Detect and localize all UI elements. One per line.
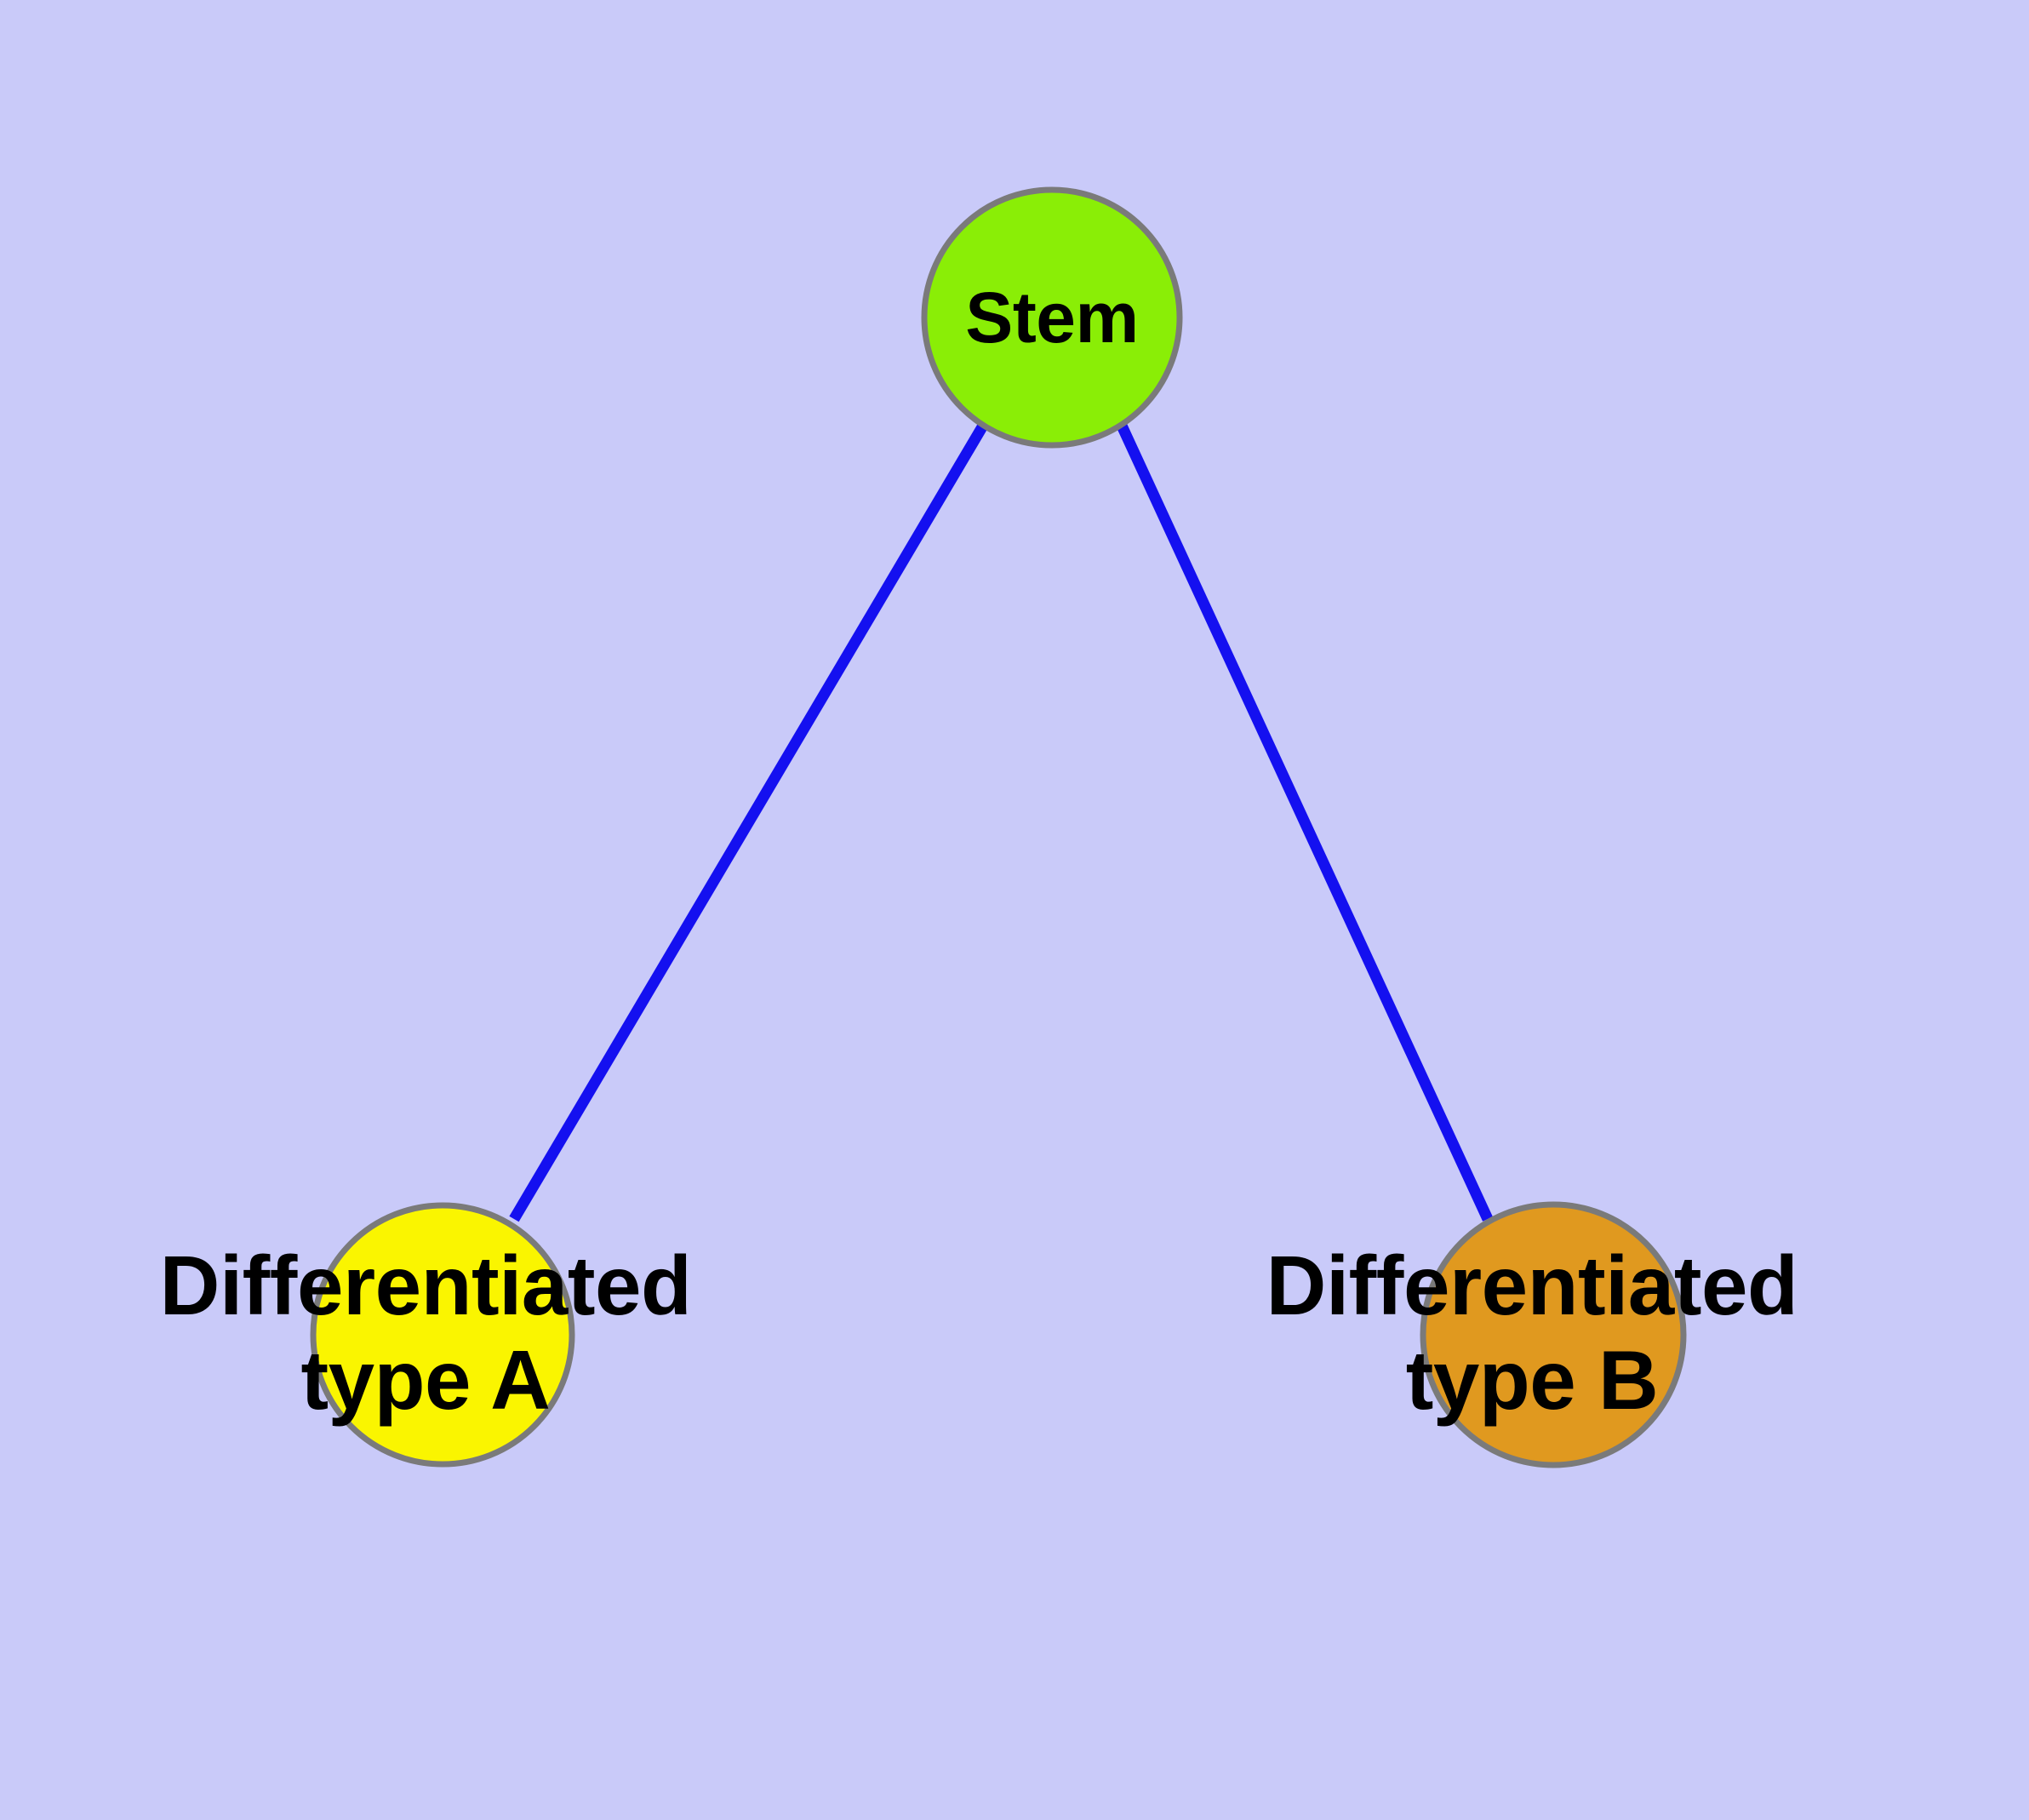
edge-stem-to-diff-a[interactable]	[509, 422, 988, 1222]
node-circle-stem[interactable]	[921, 186, 1183, 449]
node-circle-diff-b[interactable]	[1420, 1201, 1687, 1468]
edge-layer	[509, 422, 1493, 1222]
edge-stem-to-diff-b[interactable]	[1117, 423, 1493, 1222]
node-layer	[310, 186, 1687, 1468]
node-circle-diff-a[interactable]	[310, 1202, 575, 1468]
